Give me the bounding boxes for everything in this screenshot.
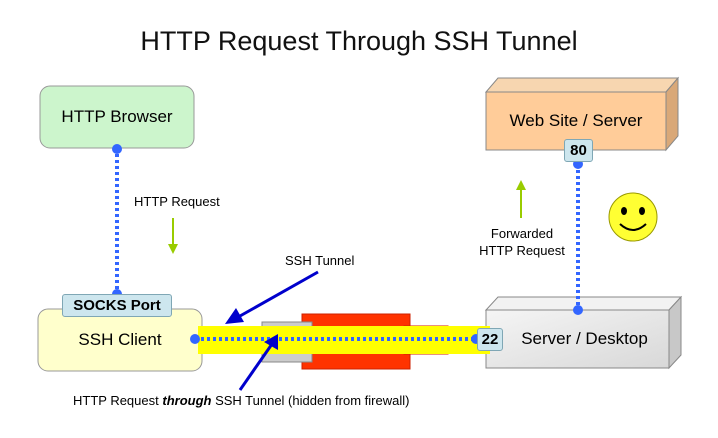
server-desktop-box <box>484 295 683 370</box>
port-80-badge: 80 <box>564 139 593 162</box>
diagram-title: HTTP Request Through SSH Tunnel <box>140 26 578 56</box>
web-server-label: Web Site / Server <box>509 111 643 130</box>
bottom-note-emphasis: through <box>162 393 212 408</box>
bottom-note-arrow <box>238 334 278 391</box>
client-dot <box>190 334 200 344</box>
browser-dot <box>112 144 122 154</box>
ssh-tunnel-arrow <box>225 270 319 324</box>
ssh-tunnel-band <box>198 326 490 354</box>
forwarded-line-1: Forwarded <box>490 226 554 241</box>
bottom-note-post: SSH Tunnel (hidden from firewall) <box>211 393 410 408</box>
socks-port-badge: SOCKS Port <box>62 294 172 317</box>
http-browser-label: HTTP Browser <box>61 107 173 126</box>
green-up-arrow <box>516 180 526 218</box>
http-request-label: HTTP Request <box>134 194 220 209</box>
server-dot <box>573 305 583 315</box>
ssh-tunnel-label: SSH Tunnel <box>285 253 355 268</box>
forwarded-line-2: HTTP Request <box>479 243 565 258</box>
server-desktop-label: Server / Desktop <box>521 329 648 348</box>
smiley-face-icon <box>608 192 658 242</box>
bottom-note: HTTP Request through SSH Tunnel (hidden … <box>73 393 409 408</box>
ssh-client-label: SSH Client <box>78 330 162 349</box>
forwarded-request-label: Forwarded HTTP Request <box>467 225 577 259</box>
green-down-arrow <box>168 218 178 254</box>
port-22-badge: 22 <box>477 328 503 351</box>
bottom-note-pre: HTTP Request <box>73 393 163 408</box>
